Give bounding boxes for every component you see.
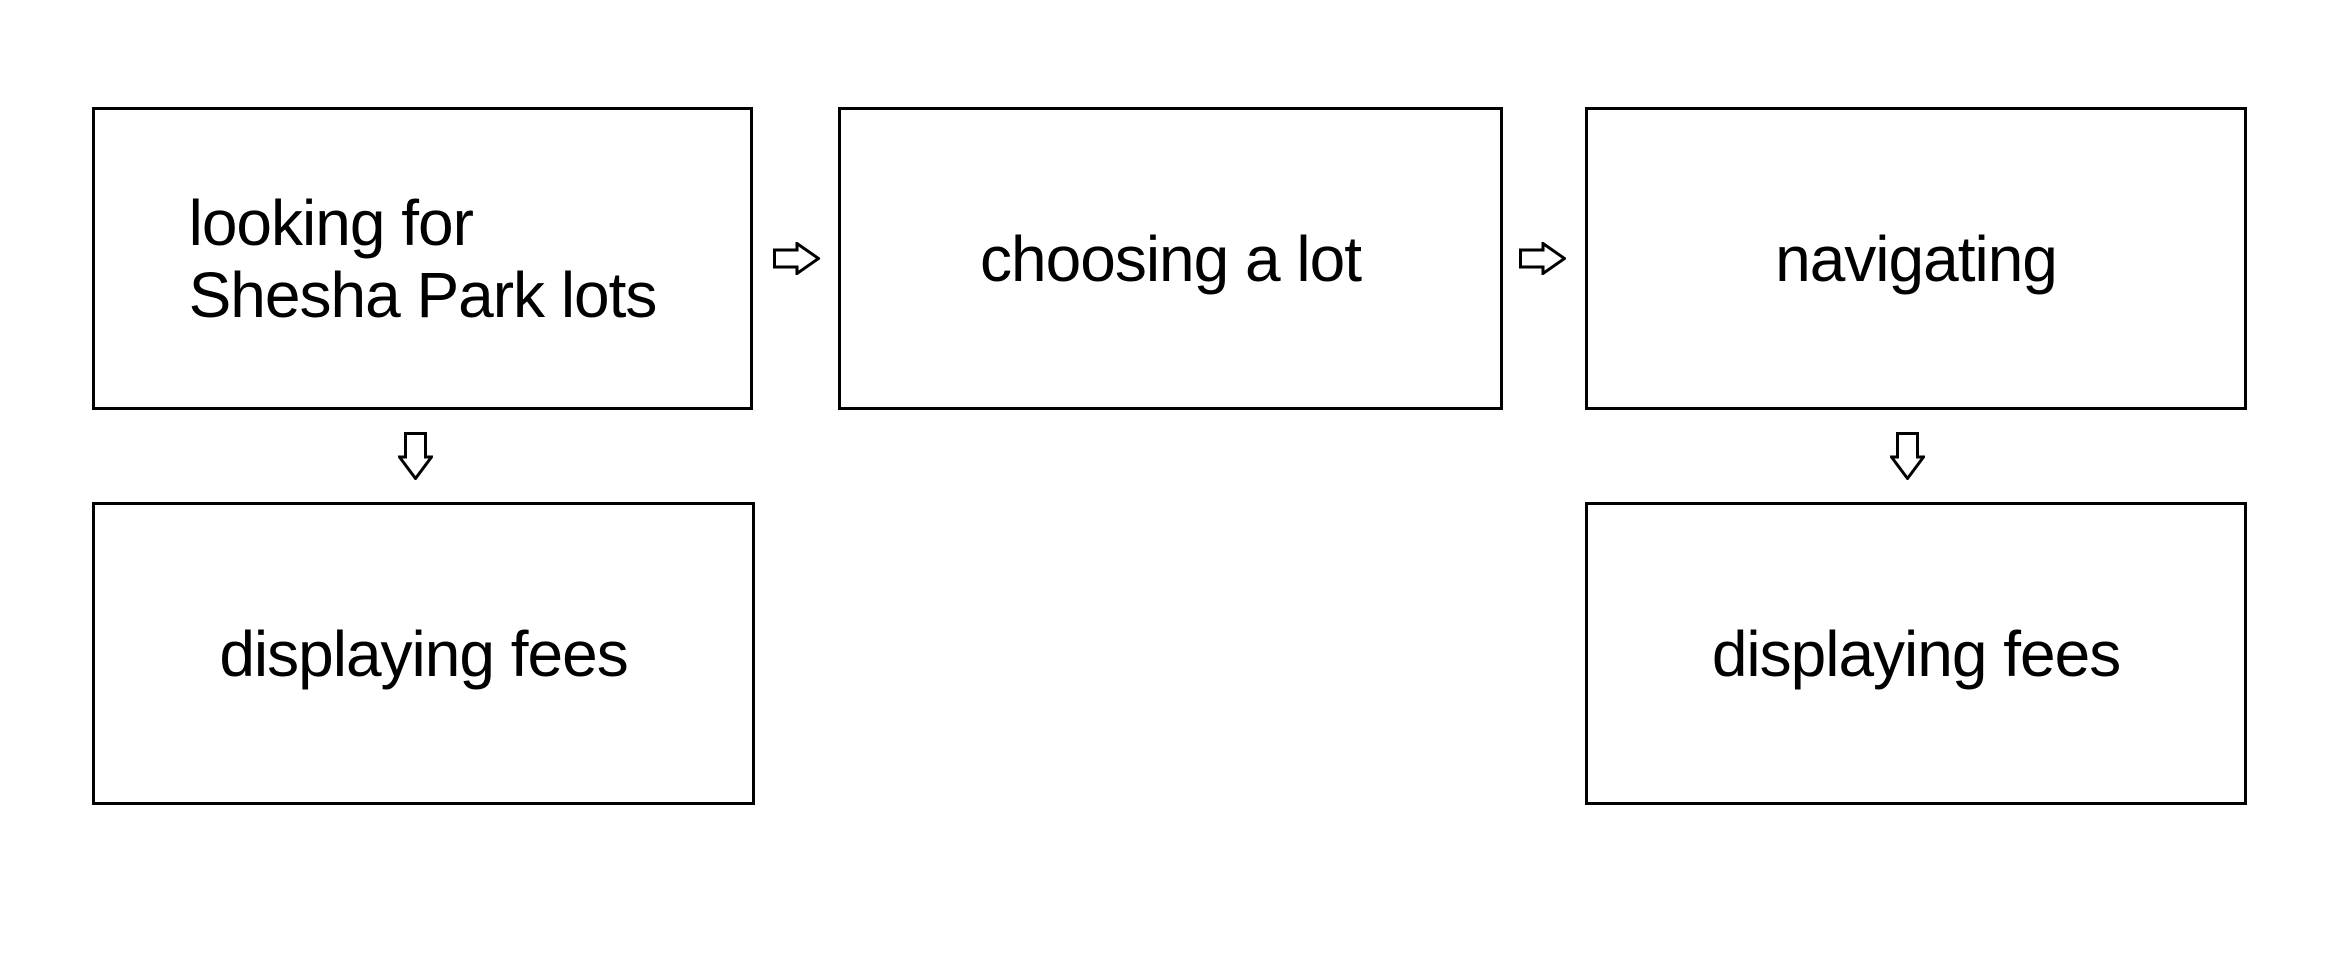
node-navigating: navigating [1585, 107, 2247, 410]
node-label: choosing a lot [980, 222, 1362, 295]
down-arrow-icon [398, 432, 433, 480]
node-label: navigating [1775, 222, 2058, 295]
node-label: displaying fees [1711, 617, 2121, 690]
right-arrow-icon [1519, 242, 1566, 275]
right-arrow-icon [773, 242, 820, 275]
node-choosing-a-lot: choosing a lot [838, 107, 1503, 410]
node-displaying-fees-right: displaying fees [1585, 502, 2247, 805]
node-label: looking for Shesha Park lots [188, 186, 658, 331]
down-arrow-icon [1890, 432, 1925, 480]
node-looking-for-shesha-park-lots: looking for Shesha Park lots [92, 107, 753, 410]
node-displaying-fees-left: displaying fees [92, 502, 755, 805]
node-label: displaying fees [219, 617, 628, 690]
